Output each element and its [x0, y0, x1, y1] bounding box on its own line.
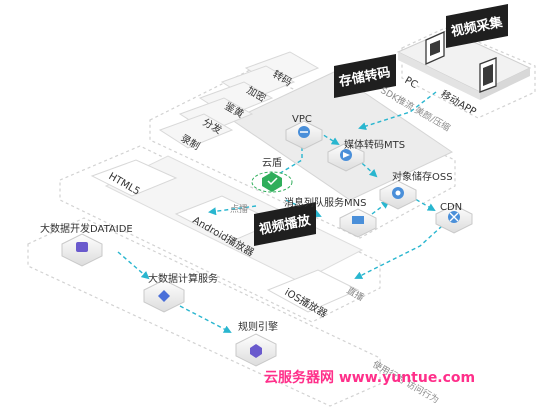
label-live: 直播: [345, 284, 367, 303]
mobile-device-icon: [479, 57, 497, 93]
oss-node: [379, 180, 417, 210]
feature-tiles: [158, 51, 320, 149]
label-cdn: CDN: [440, 202, 462, 213]
storage-plate: [230, 71, 454, 201]
label-mns: 消息列队服务MNS: [284, 196, 366, 209]
label-vpc: VPC: [292, 114, 312, 125]
label-dataide: 大数据开发DATAIDE: [40, 222, 133, 235]
rule-engine-node: [235, 333, 277, 367]
watermark-text: 云服务器网 www.yuntue.com: [264, 369, 475, 386]
mts-node: [327, 142, 365, 172]
pc-device-icon: [425, 30, 445, 66]
banner-storage-transcode: 存储转码: [334, 54, 396, 98]
label-vod: 点播: [230, 203, 248, 215]
compute-node: [143, 279, 185, 313]
dataide-node: [61, 233, 103, 267]
banner-video-play: 视频播放: [254, 202, 316, 246]
label-cloud-shield: 云盾: [262, 157, 282, 169]
mns-node: [339, 208, 377, 238]
vpc-node: [285, 120, 323, 150]
platform-outlines: [27, 27, 536, 407]
cloud-shield-node: [251, 171, 293, 193]
label-compute: 大数据计算服务: [148, 272, 218, 285]
label-mts: 媒体转码MTS: [344, 138, 405, 151]
cdn-node: [435, 204, 473, 234]
label-pc: PC: [403, 75, 420, 91]
label-oss: 对象储存OSS: [392, 170, 453, 183]
label-rule-engine: 规则引擎: [238, 320, 278, 333]
banner-video-capture: 视频采集: [446, 4, 508, 48]
